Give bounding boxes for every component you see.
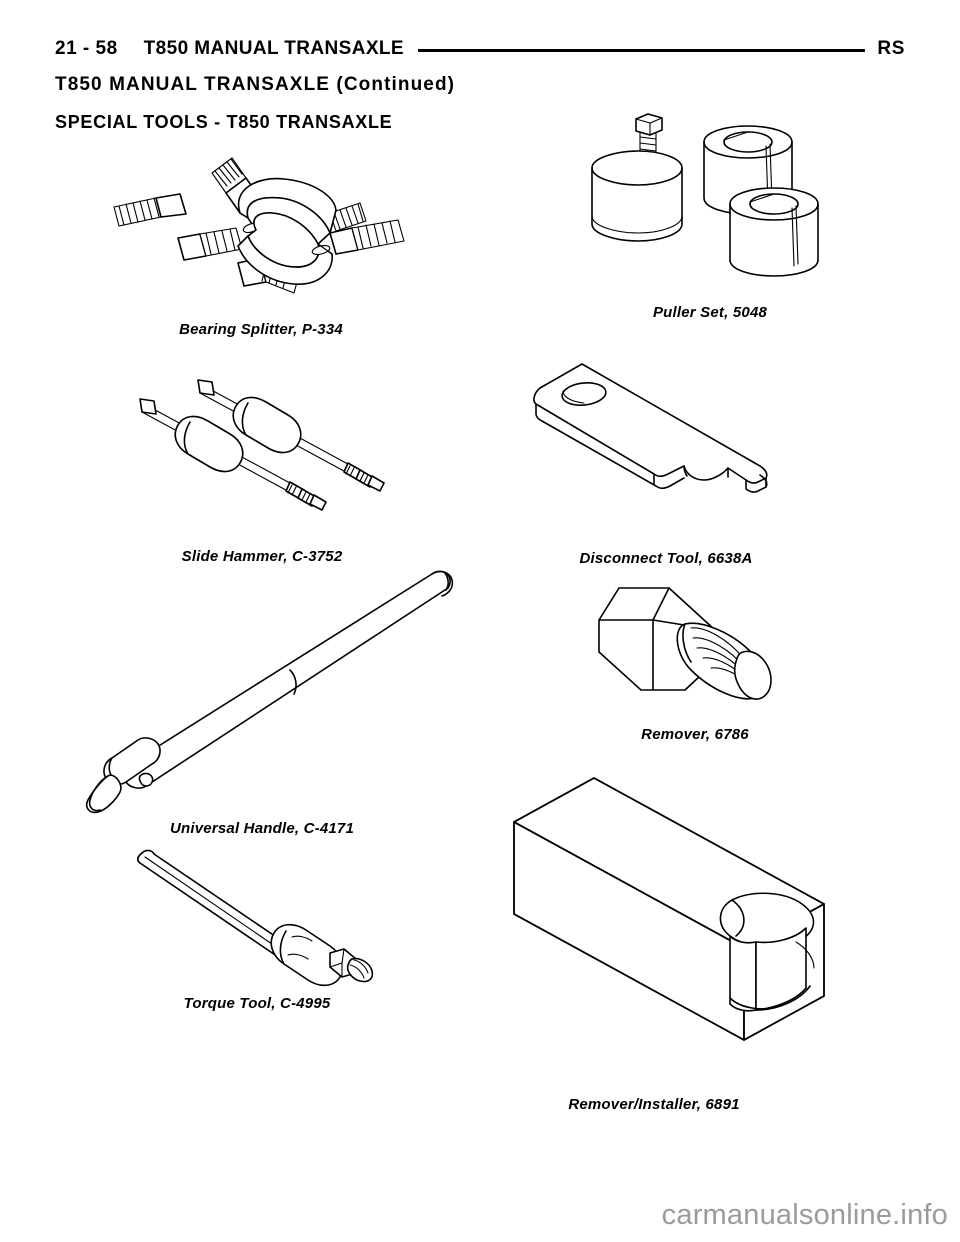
section-heading: SPECIAL TOOLS - T850 TRANSAXLE — [55, 112, 393, 132]
figure-disconnect-tool: Disconnect Tool, 6638A — [516, 358, 816, 567]
torque-tool-illustration — [137, 849, 374, 987]
threaded-rod-upper-right — [329, 202, 367, 232]
torque-tool-body — [137, 849, 374, 987]
caption-torque-tool: Torque Tool, C-4995 — [183, 995, 331, 1012]
caption-remover-installer: Remover/Installer, 6891 — [568, 1096, 740, 1113]
page-header: 21 - 58 T850 MANUAL TRANSAXLE RS — [0, 34, 960, 64]
threaded-rod-left — [113, 193, 187, 227]
caption-puller-set: Puller Set, 5048 — [652, 304, 768, 321]
figure-bearing-splitter: Bearing Splitter, P-334 — [108, 140, 414, 338]
puller-cylinder-with-bolt — [591, 113, 683, 242]
site-watermark: carmanualsonline.info — [661, 1199, 948, 1231]
page-number: 21 - 58 — [55, 38, 118, 59]
figure-slide-hammer: Slide Hammer, C-3752 — [112, 362, 412, 565]
figure-remover-6786: Remover, 6786 — [565, 587, 825, 743]
splitter-lower-half — [237, 212, 333, 285]
remover-6786-body — [598, 587, 772, 700]
caption-bearing-splitter: Bearing Splitter, P-334 — [179, 321, 343, 338]
caption-remover-6786: Remover, 6786 — [641, 726, 749, 743]
splitter-upper-half — [237, 177, 337, 245]
header-section-title: T850 MANUAL TRANSAXLE — [143, 38, 405, 59]
slide-hammer-lower — [139, 398, 327, 511]
universal-handle-body — [85, 570, 454, 814]
remover-installer-block — [513, 777, 825, 1041]
threaded-rod-right — [329, 219, 405, 255]
puller-collar-lower — [729, 187, 819, 277]
disconnect-tool-body — [533, 363, 768, 493]
figure-universal-handle: Universal Handle, C-4171 — [52, 562, 472, 837]
caption-slide-hammer: Slide Hammer, C-3752 — [181, 548, 343, 565]
figure-torque-tool: Torque Tool, C-4995 — [112, 845, 402, 1012]
header-rule — [418, 48, 866, 52]
caption-universal-handle: Universal Handle, C-4171 — [169, 820, 355, 837]
slide-hammer-upper — [197, 379, 385, 492]
disconnect-tool-illustration — [533, 363, 768, 493]
bearing-splitter-illustration — [113, 157, 405, 294]
continued-title: T850 MANUAL TRANSAXLE (Continued) — [55, 74, 456, 95]
remover-6786-illustration — [598, 587, 772, 700]
puller-set-illustration — [591, 113, 819, 277]
caption-disconnect-tool: Disconnect Tool, 6638A — [579, 550, 753, 567]
manual-code: RS — [877, 38, 905, 59]
remover-installer-illustration — [513, 777, 825, 1041]
threaded-rod-lower-left — [177, 227, 243, 261]
figure-remover-installer: Remover/Installer, 6891 — [484, 772, 825, 1113]
figure-puller-set: Puller Set, 5048 — [570, 104, 850, 321]
slide-hammer-illustration — [139, 379, 385, 511]
universal-handle-illustration — [85, 570, 454, 814]
